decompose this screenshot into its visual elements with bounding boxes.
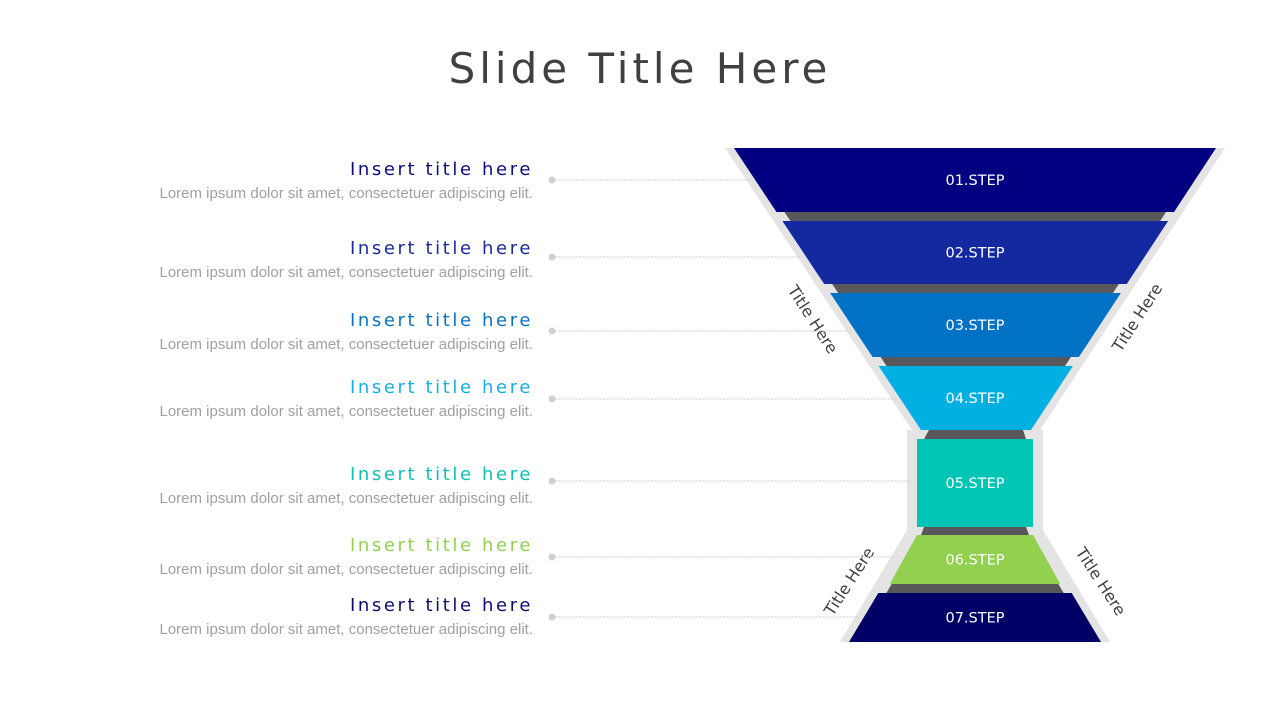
item-title: Insert title here — [349, 535, 533, 556]
step-2-shape — [782, 221, 1169, 284]
slide-title: Slide Title Here — [448, 44, 832, 93]
connector-dot — [548, 327, 556, 335]
connector-dot — [548, 613, 556, 621]
item-title: Insert title here — [349, 238, 533, 259]
item-title: Insert title here — [349, 377, 533, 398]
step-5-label: 05.STEP — [945, 476, 1004, 492]
step-divider — [880, 357, 1071, 366]
connector-dot — [548, 253, 556, 261]
item-title: Insert title here — [349, 310, 533, 331]
item-description: Lorem ipsum dolor sit amet, consectetuer… — [159, 264, 533, 281]
item-description: Lorem ipsum dolor sit amet, consectetuer… — [159, 561, 533, 578]
step-3-label: 03.STEP — [945, 318, 1004, 334]
step-1-shape — [734, 148, 1216, 212]
item-description: Lorem ipsum dolor sit amet, consectetuer… — [159, 185, 533, 202]
step-2-label: 02.STEP — [945, 246, 1004, 262]
step-7-label: 07.STEP — [945, 611, 1004, 627]
step-divider — [886, 584, 1064, 593]
step-7-shape — [849, 593, 1101, 642]
step-divider — [832, 284, 1119, 293]
step-4-label: 04.STEP — [945, 391, 1004, 407]
item-title: Insert title here — [349, 159, 533, 180]
item-description: Lorem ipsum dolor sit amet, consectetuer… — [159, 490, 533, 507]
item-description: Lorem ipsum dolor sit amet, consectetuer… — [159, 336, 533, 353]
step-3-shape — [830, 293, 1121, 357]
connector-dot — [548, 176, 556, 184]
step-6-shape — [889, 535, 1061, 584]
item-description: Lorem ipsum dolor sit amet, consectetuer… — [159, 403, 533, 420]
connector-dot — [548, 553, 556, 561]
item-description: Lorem ipsum dolor sit amet, consectetuer… — [159, 621, 533, 638]
connector-dot — [548, 395, 556, 403]
step-1-label: 01.STEP — [945, 173, 1004, 189]
item-title: Insert title here — [349, 595, 533, 616]
step-4-shape — [878, 366, 1073, 430]
step-divider — [924, 430, 1026, 439]
step-divider — [784, 212, 1167, 221]
connector-dot — [548, 477, 556, 485]
step-6-label: 06.STEP — [945, 553, 1004, 569]
step-divider — [921, 527, 1029, 535]
item-title: Insert title here — [349, 464, 533, 485]
step-5-shape — [917, 439, 1033, 527]
